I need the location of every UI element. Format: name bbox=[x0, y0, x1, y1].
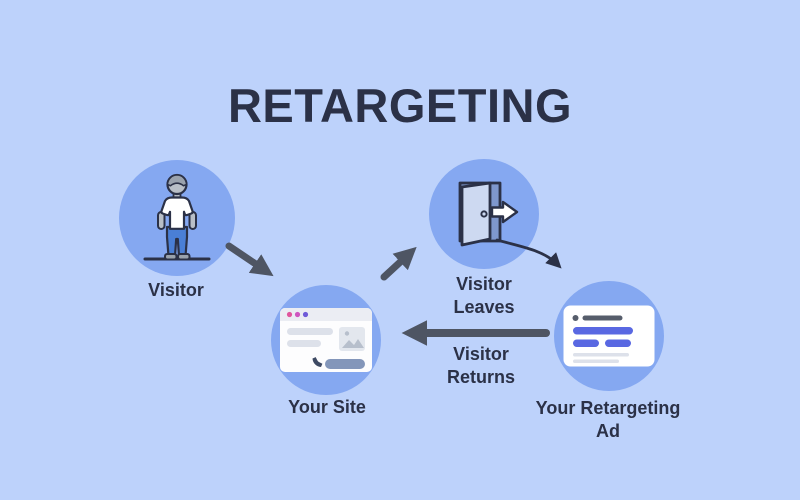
node-your-site bbox=[271, 285, 381, 395]
arrow-visitor-to-site bbox=[225, 242, 274, 277]
ad-card-icon bbox=[563, 305, 655, 367]
node-label-visitor: Visitor bbox=[148, 280, 204, 300]
node-visitor-leaves bbox=[429, 159, 539, 269]
node-label-retargeting-ad: Your Retargeting Ad bbox=[535, 398, 681, 441]
browser-window-icon bbox=[280, 308, 372, 372]
person-icon bbox=[143, 173, 211, 261]
arrow-site-to-leaves bbox=[380, 246, 417, 281]
exit-door-icon bbox=[458, 181, 519, 247]
node-retargeting-ad bbox=[554, 281, 664, 391]
node-label-your-site: Your Site bbox=[288, 397, 366, 417]
page-title: RETARGETING bbox=[227, 79, 573, 132]
node-visitor bbox=[119, 160, 235, 276]
node-label-visitor-leaves: Visitor Leaves bbox=[453, 274, 515, 317]
edge-label-visitor-returns: Visitor Returns bbox=[446, 344, 515, 387]
